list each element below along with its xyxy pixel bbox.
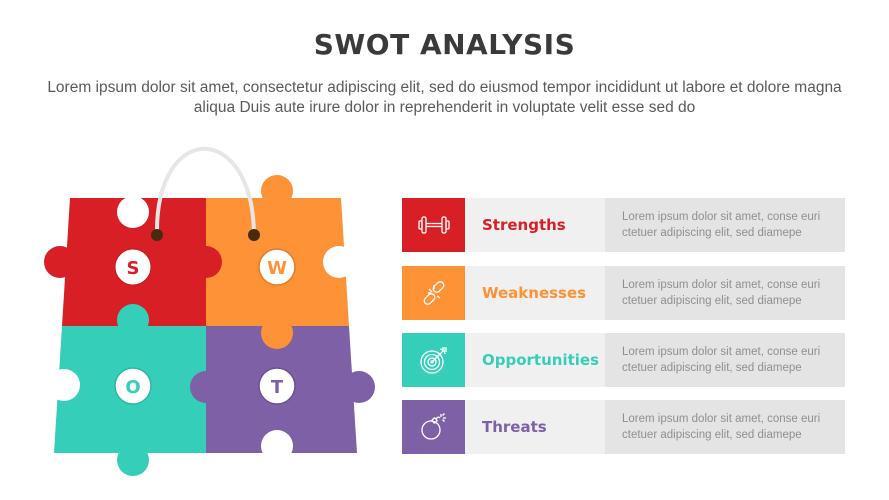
swot-item-threats: Threats Lorem ipsum dolor sit amet, cons… (402, 400, 845, 454)
strengths-icon-box (402, 198, 465, 252)
badge-o: O (114, 367, 152, 405)
broken-chain-icon (423, 281, 444, 305)
opportunities-description: Lorem ipsum dolor sit amet, conse euri c… (605, 333, 845, 387)
weaknesses-label: Weaknesses (465, 266, 605, 320)
opportunities-label: Opportunities (465, 333, 605, 387)
bomb-icon (420, 413, 446, 440)
threats-label: Threats (465, 400, 605, 454)
strengths-description: Lorem ipsum dolor sit amet, conse euri c… (605, 198, 845, 252)
opportunities-icon-box (402, 333, 465, 387)
weaknesses-description: Lorem ipsum dolor sit amet, conse euri c… (605, 266, 845, 320)
swot-item-strengths: Strengths Lorem ipsum dolor sit amet, co… (402, 198, 845, 252)
page-title: SWOT ANALYSIS (313, 28, 576, 61)
swot-puzzle-bag: S W O T (44, 146, 375, 476)
dumbbell-icon (417, 216, 450, 234)
badge-t: T (258, 367, 296, 405)
badge-w: W (258, 248, 296, 286)
grommet-left-icon (151, 229, 163, 241)
bag-handle (154, 146, 256, 237)
target-icon (419, 347, 447, 374)
badge-s: S (114, 248, 152, 286)
svg-text:T: T (271, 377, 284, 398)
threats-description: Lorem ipsum dolor sit amet, conse euri c… (605, 400, 845, 454)
svg-text:W: W (267, 258, 287, 279)
grommet-right-icon (248, 229, 260, 241)
swot-item-weaknesses: Weaknesses Lorem ipsum dolor sit amet, c… (402, 266, 845, 320)
swot-item-opportunities: Opportunities Lorem ipsum dolor sit amet… (402, 333, 845, 387)
weaknesses-icon-box (402, 266, 465, 320)
threats-icon-box (402, 400, 465, 454)
strengths-label: Strengths (465, 198, 605, 252)
svg-text:S: S (127, 258, 140, 279)
svg-text:O: O (125, 377, 140, 398)
page-subtitle: Lorem ipsum dolor sit amet, consectetur … (47, 79, 842, 116)
